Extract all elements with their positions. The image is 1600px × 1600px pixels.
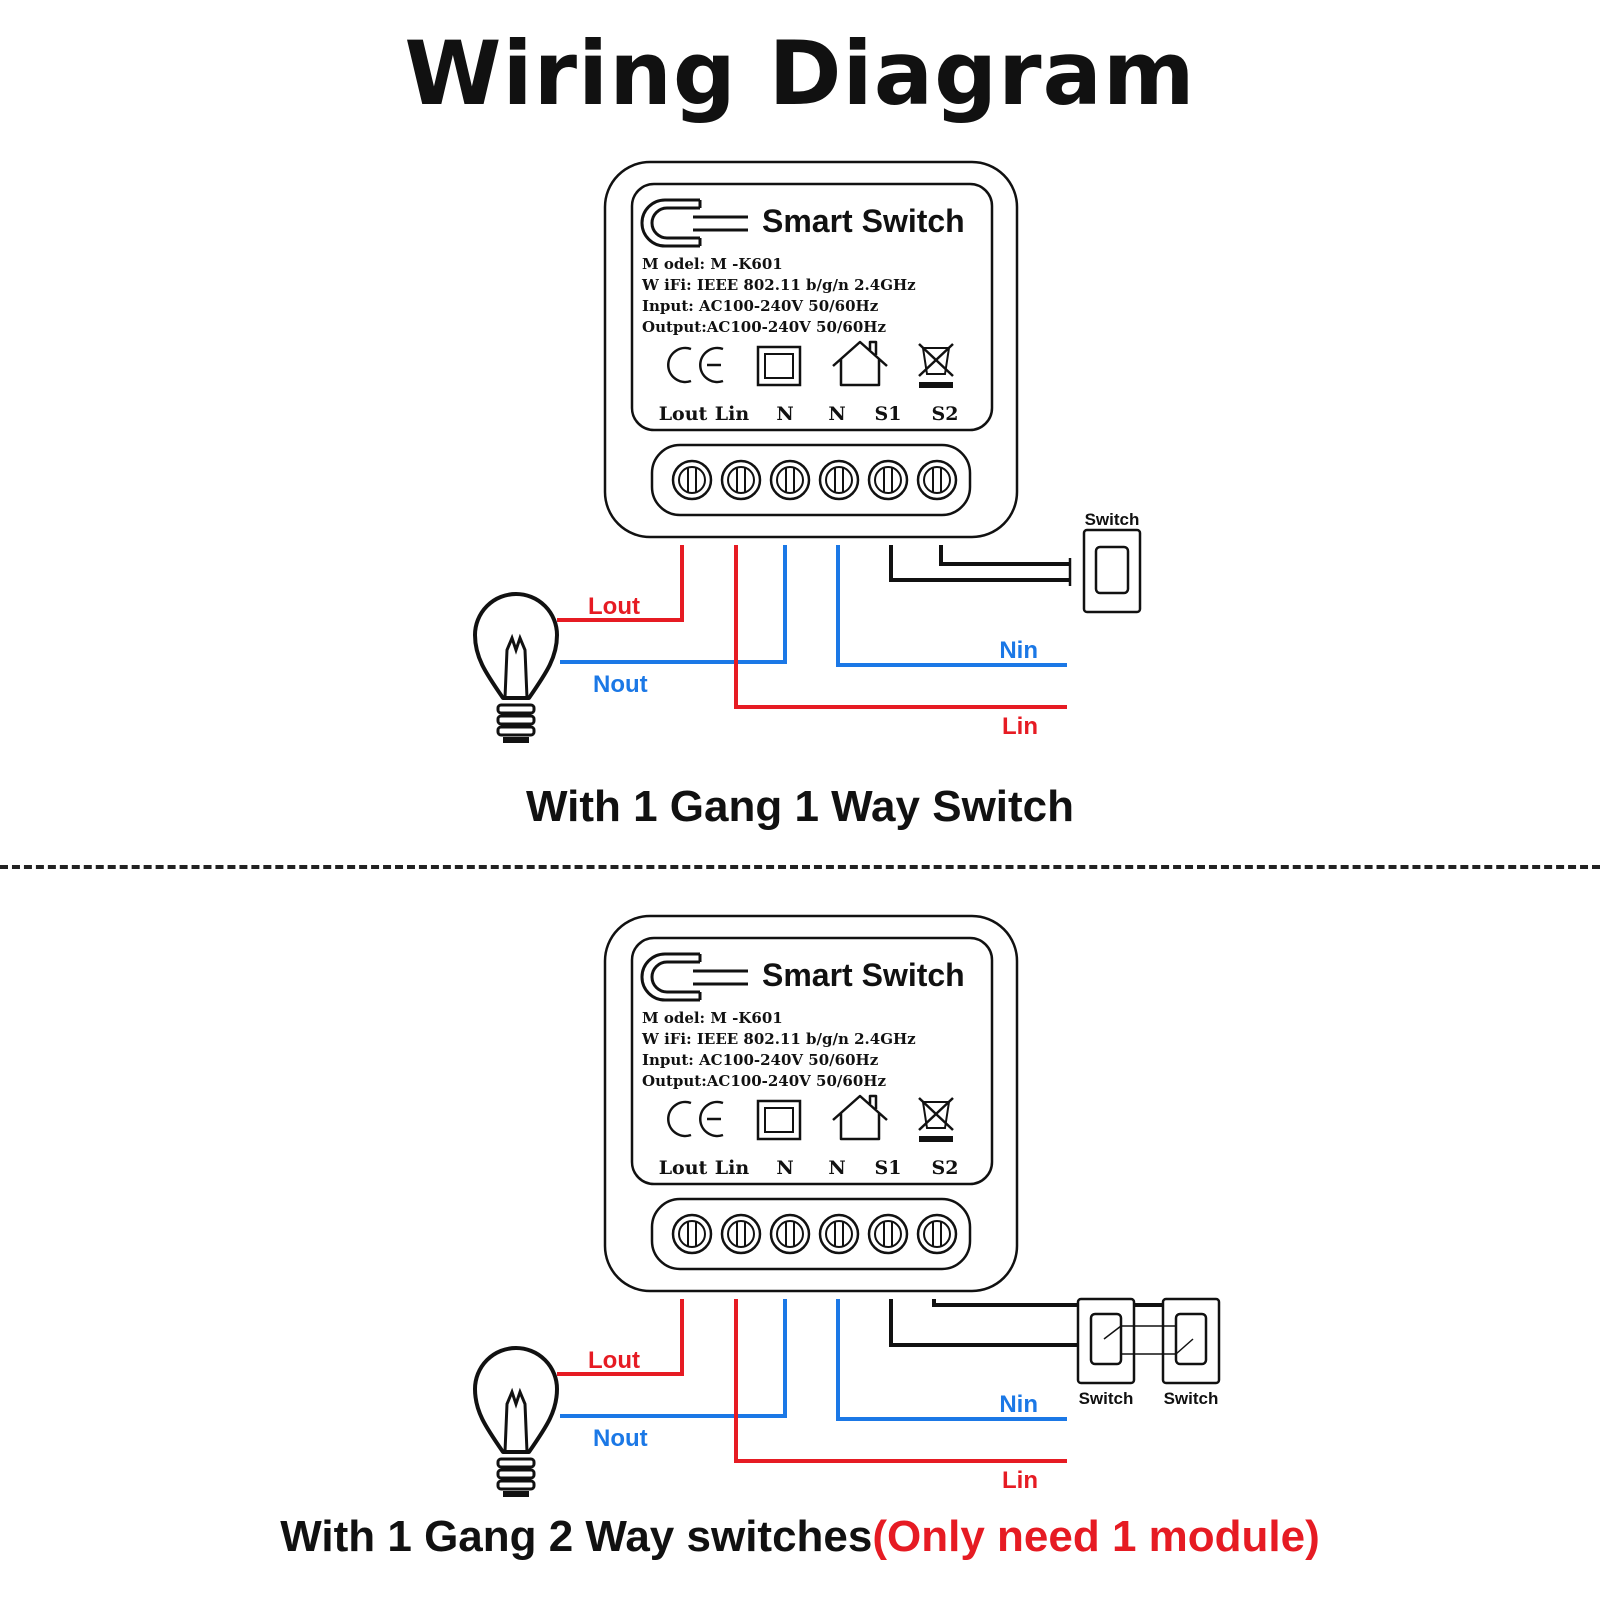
module-label-panel <box>630 182 994 432</box>
caption-two-way: With 1 Gang 2 Way switches(Only need 1 m… <box>0 1512 1600 1562</box>
module-spec-line: M odel: M -K601 <box>642 255 783 273</box>
module-spec-line: Input: AC100-240V 50/60Hz <box>642 1051 879 1069</box>
wire-label-lout: Lout <box>588 593 640 620</box>
wire-s1 <box>889 545 1070 582</box>
diagram-two-way: Smart Switch M odel: M -K601 W iFi: IEEE 8… <box>473 914 1221 1497</box>
weee-bin-icon <box>918 343 954 388</box>
terminal-label: Lout <box>659 403 708 425</box>
terminal-label: S1 <box>875 1157 902 1179</box>
terminal-screw-icon <box>818 459 860 501</box>
terminal-label: N <box>776 1157 793 1179</box>
indoor-use-icon <box>832 1094 888 1141</box>
module-spec-line: Output:AC100-240V 50/60Hz <box>642 318 886 336</box>
module-spec-line: W iFi: IEEE 802.11 b/g/n 2.4GHz <box>641 276 916 294</box>
switch-contact <box>1175 1338 1194 1355</box>
switch-label: Switch <box>1164 1389 1219 1408</box>
switch-label: Switch <box>1085 510 1140 529</box>
wire-lin <box>734 1299 1067 1463</box>
terminal-screw-icon <box>818 1213 860 1255</box>
terminal-label: Lin <box>715 1157 750 1179</box>
wire-label-nin: Nin <box>999 637 1038 664</box>
switch-contact <box>1103 1325 1122 1340</box>
module-spec-line: M odel: M -K601 <box>642 1009 783 1027</box>
terminal-label: N <box>828 1157 845 1179</box>
wire-s1 <box>889 1299 1097 1347</box>
terminal-label: S2 <box>932 1157 959 1179</box>
wire-label-lout: Lout <box>588 1347 640 1374</box>
terminal-screw-icon <box>671 1213 713 1255</box>
wall-switch-icon <box>1076 1297 1136 1385</box>
double-insulation-icon <box>756 345 802 387</box>
terminal-label: S2 <box>932 403 959 425</box>
ce-mark-icon <box>667 346 724 384</box>
smart-switch-module: Smart Switch M odel: M -K601 W iFi: IEEE 8… <box>603 914 1019 1293</box>
terminal-screw-icon <box>916 459 958 501</box>
terminal-screw-icon <box>720 459 762 501</box>
dashed-divider <box>0 865 1600 869</box>
module-brand: Smart Switch <box>762 957 965 993</box>
terminal-screw-icon <box>769 459 811 501</box>
wire-nin <box>836 1299 1067 1421</box>
terminal-label: Lin <box>715 403 750 425</box>
module-brand: Smart Switch <box>762 203 965 239</box>
wire-label-nout: Nout <box>593 1425 648 1452</box>
terminal-screw-icon <box>867 459 909 501</box>
brand-logo-icon <box>640 952 748 1002</box>
switch-label: Switch <box>1079 1389 1134 1408</box>
wall-switch-icon <box>1068 528 1142 614</box>
terminal-screw-icon <box>671 459 713 501</box>
module-spec-line: Output:AC100-240V 50/60Hz <box>642 1072 886 1090</box>
terminal-label: N <box>776 403 793 425</box>
terminal-screw-icon <box>769 1213 811 1255</box>
wire-nout <box>560 545 787 664</box>
wire-s2 <box>939 545 1070 566</box>
wire-nin <box>836 545 1067 667</box>
terminal-screw-icon <box>720 1213 762 1255</box>
module-spec-line: Input: AC100-240V 50/60Hz <box>642 297 879 315</box>
wire-lin <box>734 545 1067 709</box>
module-label-panel <box>630 936 994 1186</box>
terminal-screw-icon <box>867 1213 909 1255</box>
light-bulb-icon <box>473 1346 559 1497</box>
terminal-label: N <box>828 403 845 425</box>
weee-bin-icon <box>918 1097 954 1142</box>
indoor-use-icon <box>832 340 888 387</box>
double-insulation-icon <box>756 1099 802 1141</box>
wire-nout <box>560 1299 787 1418</box>
page-title: Wiring Diagram <box>404 22 1196 125</box>
wire-label-lin: Lin <box>1002 713 1038 740</box>
light-bulb-icon <box>473 592 559 743</box>
caption-two-way-note: (Only need 1 module) <box>872 1512 1320 1561</box>
wire-lout <box>557 1299 684 1376</box>
ce-mark-icon <box>667 1100 724 1138</box>
terminal-screw-icon <box>916 1213 958 1255</box>
wire-label-nout: Nout <box>593 671 648 698</box>
brand-logo-icon <box>640 198 748 248</box>
diagram-one-way: Smart Switch M odel: M -K601 W iFi: IEEE 8… <box>473 160 1142 743</box>
module-spec-line: W iFi: IEEE 802.11 b/g/n 2.4GHz <box>641 1030 916 1048</box>
wire-lout <box>557 545 684 622</box>
terminal-label: Lout <box>659 1157 708 1179</box>
terminal-label: S1 <box>875 403 902 425</box>
caption-one-way: With 1 Gang 1 Way Switch <box>525 782 1075 831</box>
wire-label-lin: Lin <box>1002 1467 1038 1494</box>
smart-switch-module: Smart Switch M odel: M -K601 W iFi: IEEE 8… <box>603 160 1019 539</box>
caption-two-way-main: With 1 Gang 2 Way switches <box>280 1512 873 1561</box>
wire-label-nin: Nin <box>999 1391 1038 1418</box>
